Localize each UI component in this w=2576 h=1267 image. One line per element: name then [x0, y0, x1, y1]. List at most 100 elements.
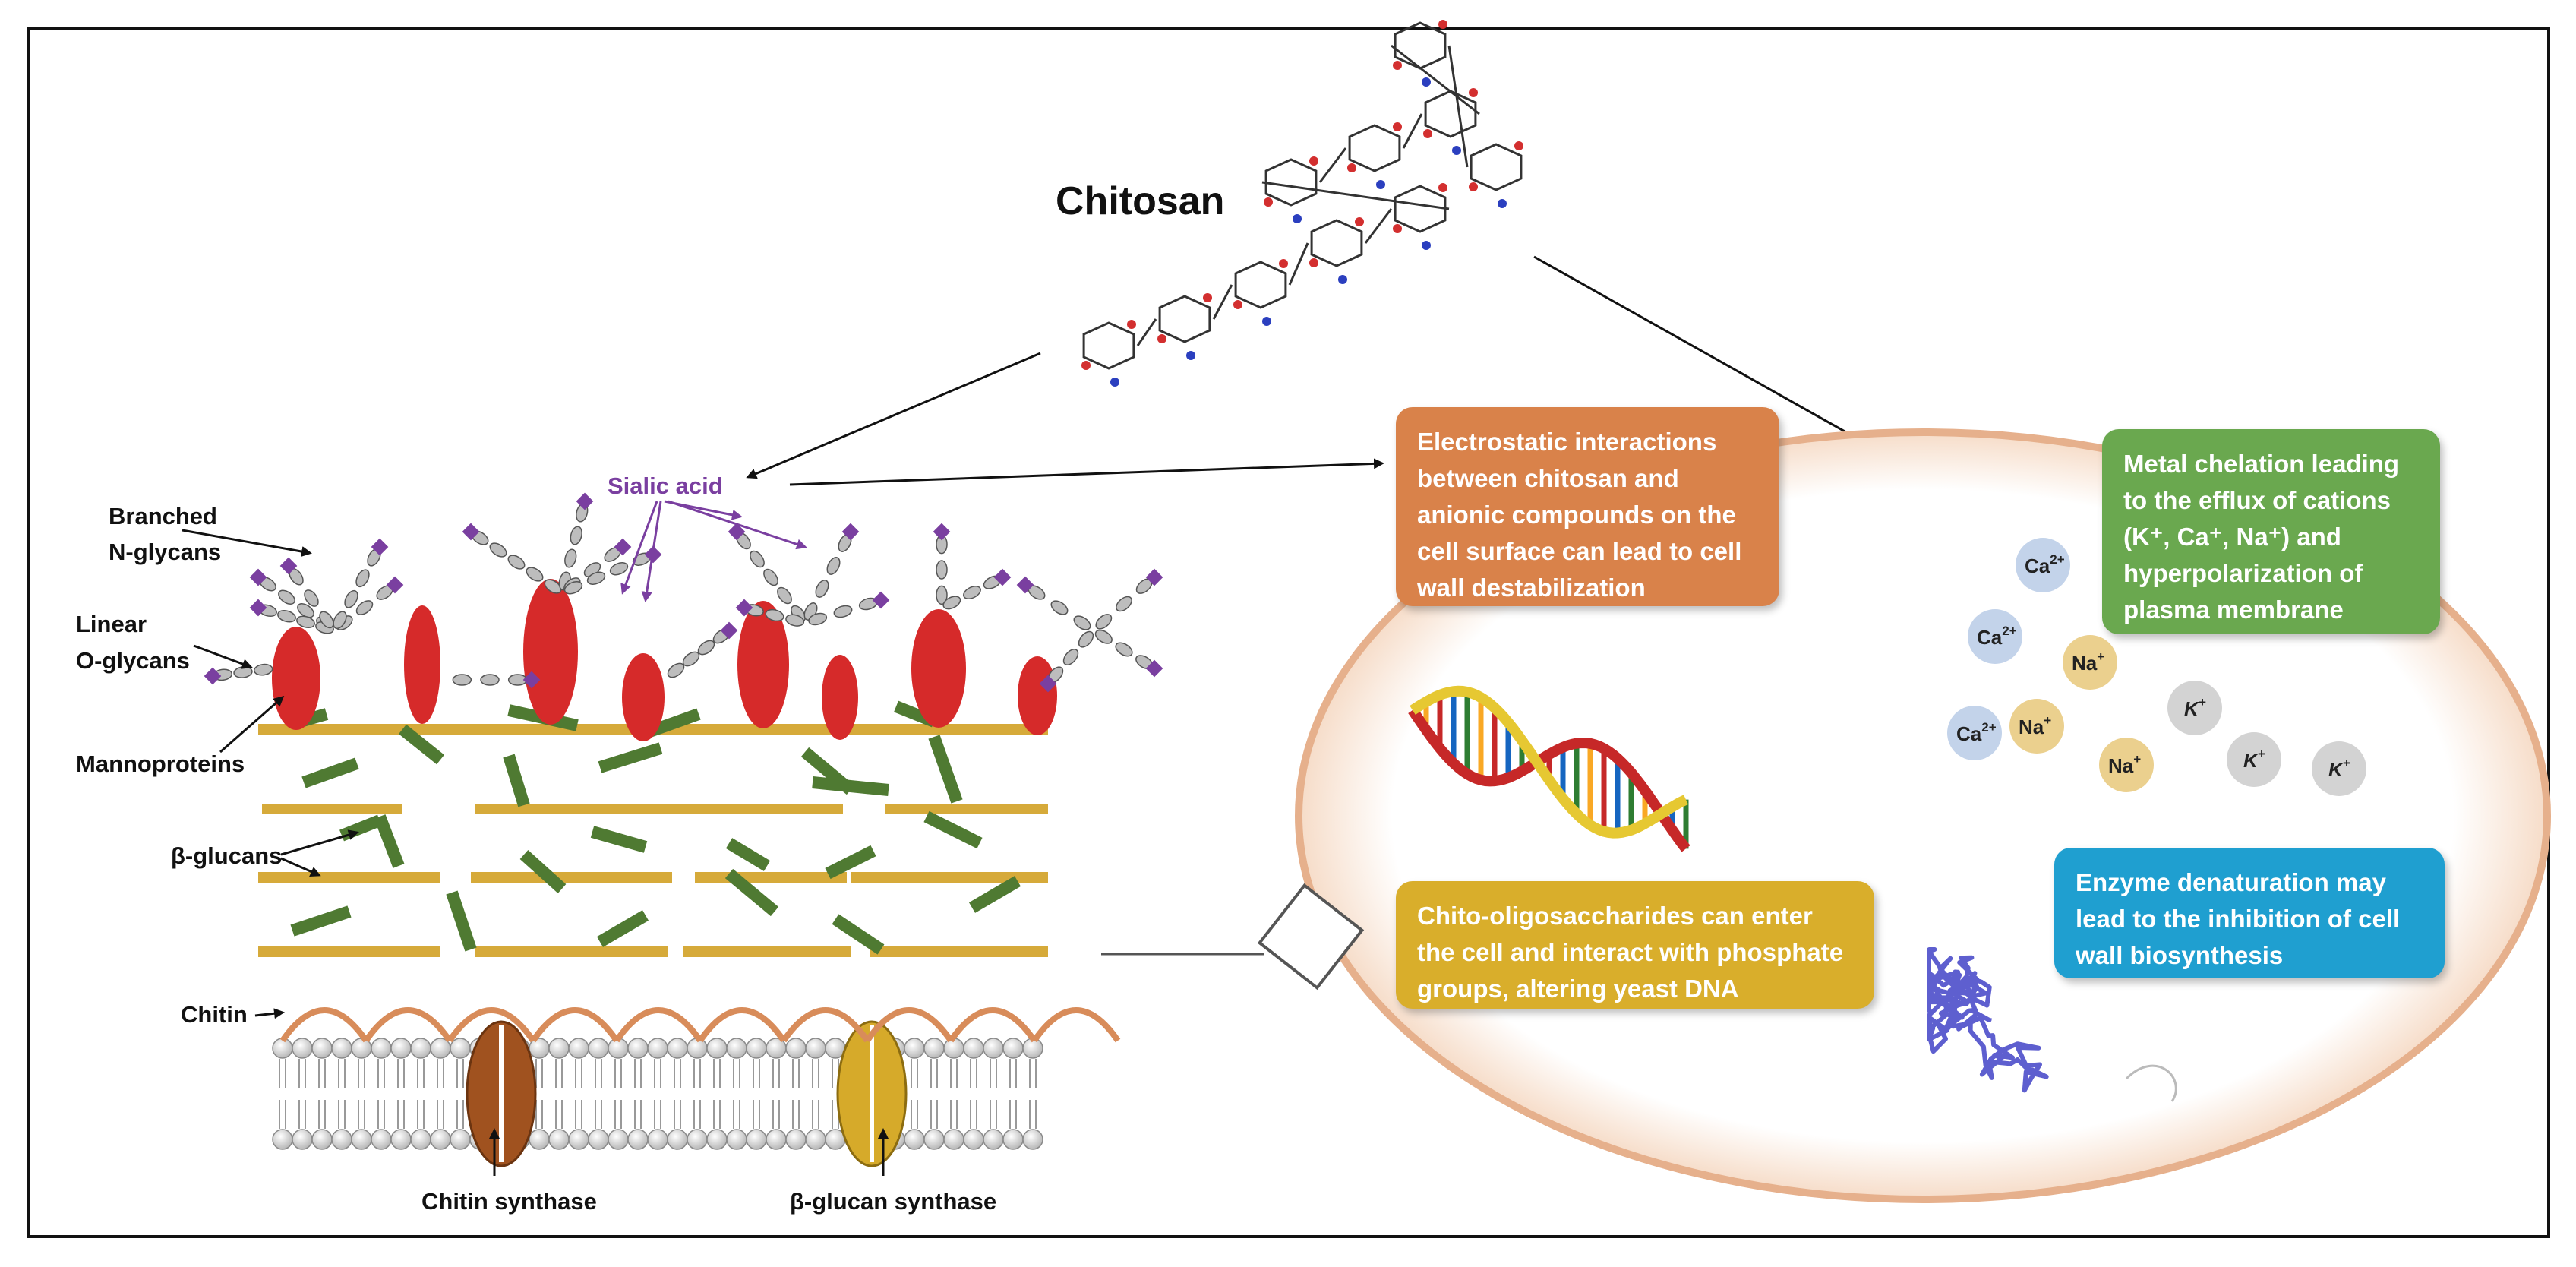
lipid-head [627, 1038, 649, 1059]
glycan-bead [586, 571, 606, 585]
glycan-bead [355, 569, 370, 588]
electrostatic-box: Electrostatic interactions between chito… [1396, 407, 1779, 606]
lipid-head [588, 1038, 609, 1059]
glycan-bead [355, 600, 374, 615]
sialic-acid-icon [841, 523, 860, 541]
glucan-chain [968, 876, 1021, 913]
label-glucan-synthase: β-glucan synthase [790, 1188, 996, 1215]
glycan-bead [489, 542, 507, 558]
glucan-chain [503, 754, 530, 807]
glycan-bead [480, 674, 500, 686]
mannoprotein [1018, 656, 1057, 735]
glucan-chain [339, 814, 382, 842]
glycan-bead [763, 568, 778, 586]
lipid-head [410, 1129, 431, 1150]
lipid-head [568, 1129, 589, 1150]
glycan-bead [297, 603, 314, 618]
glucan-chain [832, 914, 885, 955]
label-linear: Linear [76, 611, 147, 637]
lipid-head [766, 1038, 787, 1059]
figure-frame [27, 27, 2550, 1238]
sialic-acid-icon [1145, 659, 1163, 678]
lipid-head [746, 1129, 767, 1150]
lipid-head [450, 1038, 471, 1059]
dna-helix-icon [1408, 685, 1690, 852]
sialic-acid-icon [993, 568, 1012, 586]
metal-chelation-box: Metal chelation leading to the efflux of… [2102, 429, 2440, 634]
chitin-arc [363, 1007, 453, 1043]
enzyme-denaturation-box: Enzyme denaturation may lead to the inhi… [2054, 848, 2445, 978]
chitin-arc [447, 1007, 536, 1043]
lipid-head [430, 1129, 451, 1150]
glycan-bead [936, 560, 948, 580]
sugar-ring [1470, 143, 1523, 191]
lipid-head [331, 1038, 352, 1059]
label-chitin-synthase: Chitin synthase [421, 1188, 597, 1215]
glucan-bar [475, 804, 672, 814]
chitin-arc [864, 1007, 954, 1043]
chitin-arc [614, 1007, 703, 1043]
glycan-bead [1095, 614, 1113, 630]
glycan-bead [808, 612, 828, 626]
lipid-head [272, 1038, 293, 1059]
glucan-chain [725, 838, 771, 871]
glycan-bead [963, 586, 981, 599]
sialic-acid-icon [728, 523, 746, 541]
glucan-chain [446, 890, 477, 952]
svg-text:K+: K+ [2328, 756, 2350, 781]
glycan-bead [333, 611, 347, 630]
ion-cluster: Ca2+Ca2+Ca2+Na+Na+Na+K+K+K+ [1947, 538, 2366, 796]
glycan-bead [507, 555, 526, 570]
lipid-head [766, 1129, 787, 1150]
glucan-bar [262, 804, 402, 814]
sialic-acid-icon [735, 599, 753, 617]
glycan-bead [777, 586, 792, 605]
glycan-bead [682, 651, 700, 667]
chitin-arc [279, 1007, 369, 1043]
glycan-bead [452, 674, 472, 686]
sialic-acid-icon [249, 568, 267, 586]
lipid-head [568, 1038, 589, 1059]
glycan-bead [815, 580, 829, 598]
glucan-bar [258, 872, 440, 883]
glucan-chain [374, 814, 405, 868]
ion-k: K+ [2227, 732, 2281, 787]
chitin-arc [948, 1007, 1037, 1043]
sialic-acid-icon [249, 599, 267, 617]
lipid-head [706, 1038, 728, 1059]
glycan-bead [304, 589, 319, 607]
cell-wall [204, 492, 1163, 1167]
sialic-acid-icon [720, 621, 738, 640]
glycan-bead [344, 589, 358, 608]
sugar-ring [1424, 90, 1477, 138]
sialic-acid-icon [614, 538, 632, 556]
lipid-head [548, 1038, 570, 1059]
sialic-acid-icon [933, 523, 951, 541]
glycan-bead [296, 615, 315, 629]
glucan-chain [800, 747, 855, 795]
glycan-bead [609, 562, 629, 576]
lipid-head [311, 1038, 333, 1059]
lipid-head [904, 1038, 925, 1059]
chitin-arc [1031, 1007, 1121, 1043]
glucan-chain [290, 905, 352, 937]
lipid-head [1022, 1129, 1043, 1150]
lipid-head [805, 1129, 826, 1150]
glucan-bar [475, 946, 668, 957]
glycan-bead [1115, 642, 1133, 657]
glucan-chain [399, 724, 444, 765]
lipid-head [627, 1129, 649, 1150]
glucan-chain [923, 810, 983, 849]
glucan-bar [471, 872, 672, 883]
sialic-acid-icon [279, 557, 298, 575]
lipid-head [1002, 1129, 1024, 1150]
lipid-head [726, 1038, 747, 1059]
chitosan-molecule [1081, 20, 1523, 387]
glycan-bead [750, 550, 765, 568]
arrow-to-cell [1533, 255, 1897, 461]
lipid-head [923, 1038, 945, 1059]
label-sialic-acid: Sialic acid [608, 472, 723, 499]
glycan-bead [765, 608, 784, 622]
glucan-chain [928, 735, 963, 804]
glucan-bar [258, 946, 440, 957]
